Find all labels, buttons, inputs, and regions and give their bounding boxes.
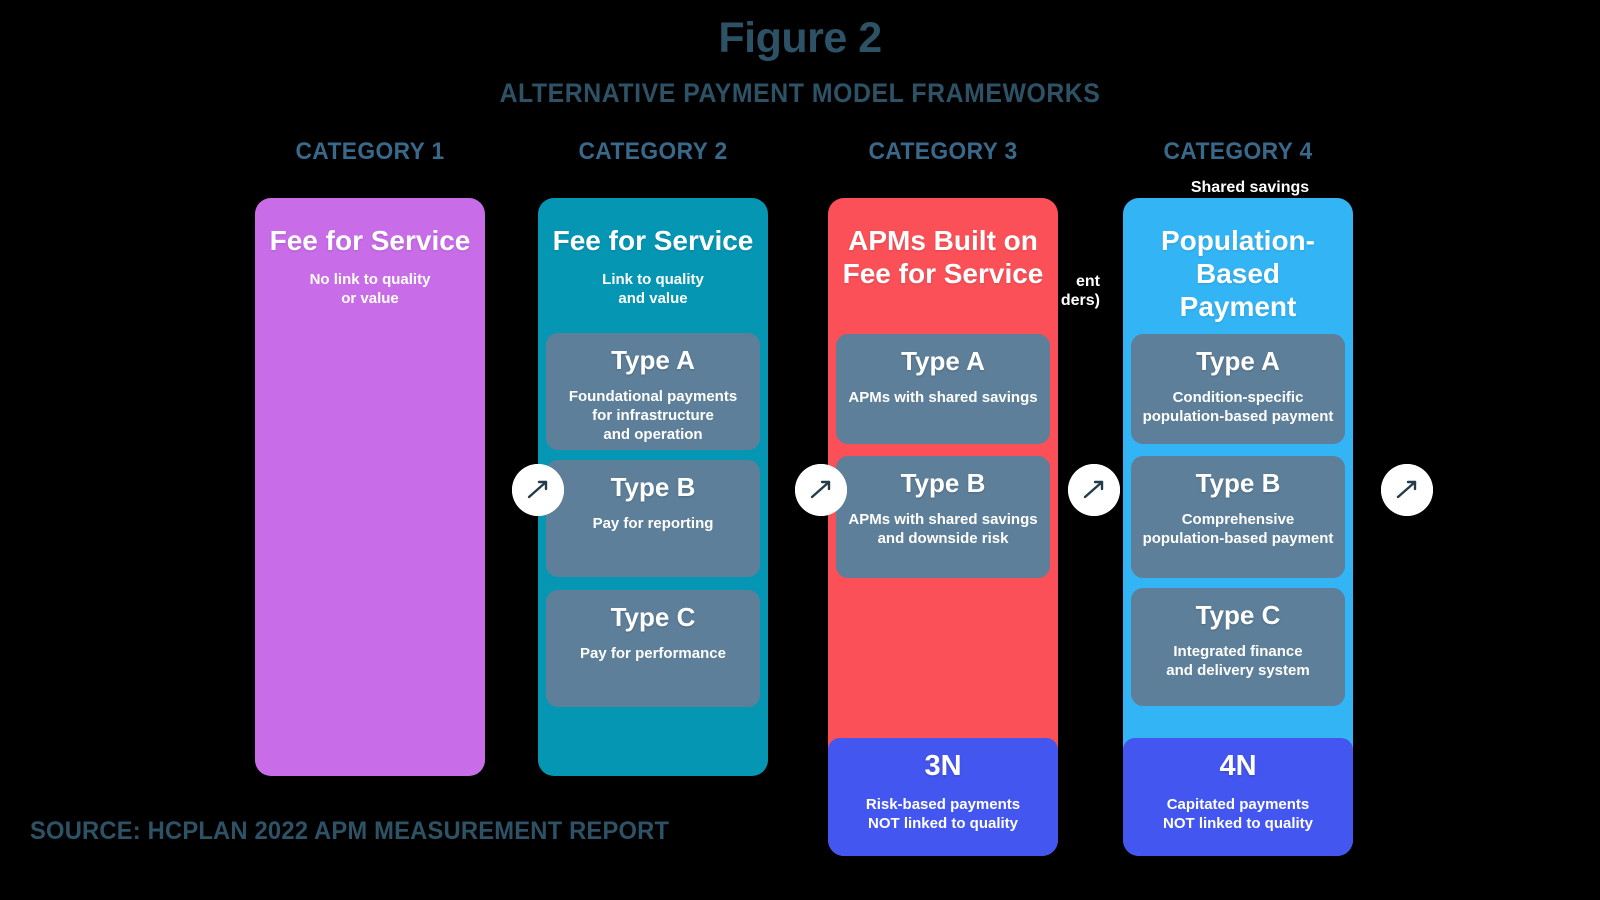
- arrow-circle-icon-1[interactable]: [512, 464, 564, 516]
- category-heading-2: CATEGORY 2: [578, 138, 728, 165]
- arrow-circle-icon-3[interactable]: [1068, 464, 1120, 516]
- arrow-circle-icon-4[interactable]: [1381, 464, 1433, 516]
- category-1-title: Fee for Service: [269, 225, 471, 256]
- type-label: Type B: [1195, 468, 1281, 498]
- type-label: 3N: [924, 750, 962, 782]
- type-description: Pay for performance: [580, 644, 726, 662]
- type-label: Type A: [901, 346, 985, 376]
- category-2-title: Fee for Service: [552, 225, 754, 256]
- category-heading-1: CATEGORY 1: [295, 138, 445, 165]
- category-heading-4: CATEGORY 4: [1163, 138, 1313, 165]
- category-2-type-b-box[interactable]: Type B Pay for reporting: [546, 460, 760, 577]
- category-4-overflow-text: Shared savings: [1190, 179, 1310, 196]
- arrow-circle-icon-2[interactable]: [795, 464, 847, 516]
- category-heading-3: CATEGORY 3: [868, 138, 1018, 165]
- figure-subtitle: ALTERNATIVE PAYMENT MODEL FRAMEWORKS: [499, 78, 1101, 108]
- figure-title: Figure 2: [718, 14, 882, 62]
- type-label: Type C: [610, 602, 696, 632]
- type-label: Type A: [1196, 346, 1280, 376]
- type-label: Type B: [900, 468, 986, 498]
- type-label: 4N: [1219, 750, 1257, 782]
- type-description: Pay for reporting: [592, 514, 714, 532]
- source-caption: SOURCE: HCPLAN 2022 APM MEASUREMENT REPO…: [30, 817, 670, 845]
- type-description: APMs with shared savings: [848, 388, 1038, 406]
- category-2-type-c-box[interactable]: Type C Pay for performance: [546, 590, 760, 707]
- type-label: Type B: [610, 472, 696, 502]
- type-label: Type C: [1195, 600, 1281, 630]
- category-3-type-a-box[interactable]: Type A APMs with shared savings: [836, 334, 1050, 444]
- type-label: Type A: [611, 345, 695, 375]
